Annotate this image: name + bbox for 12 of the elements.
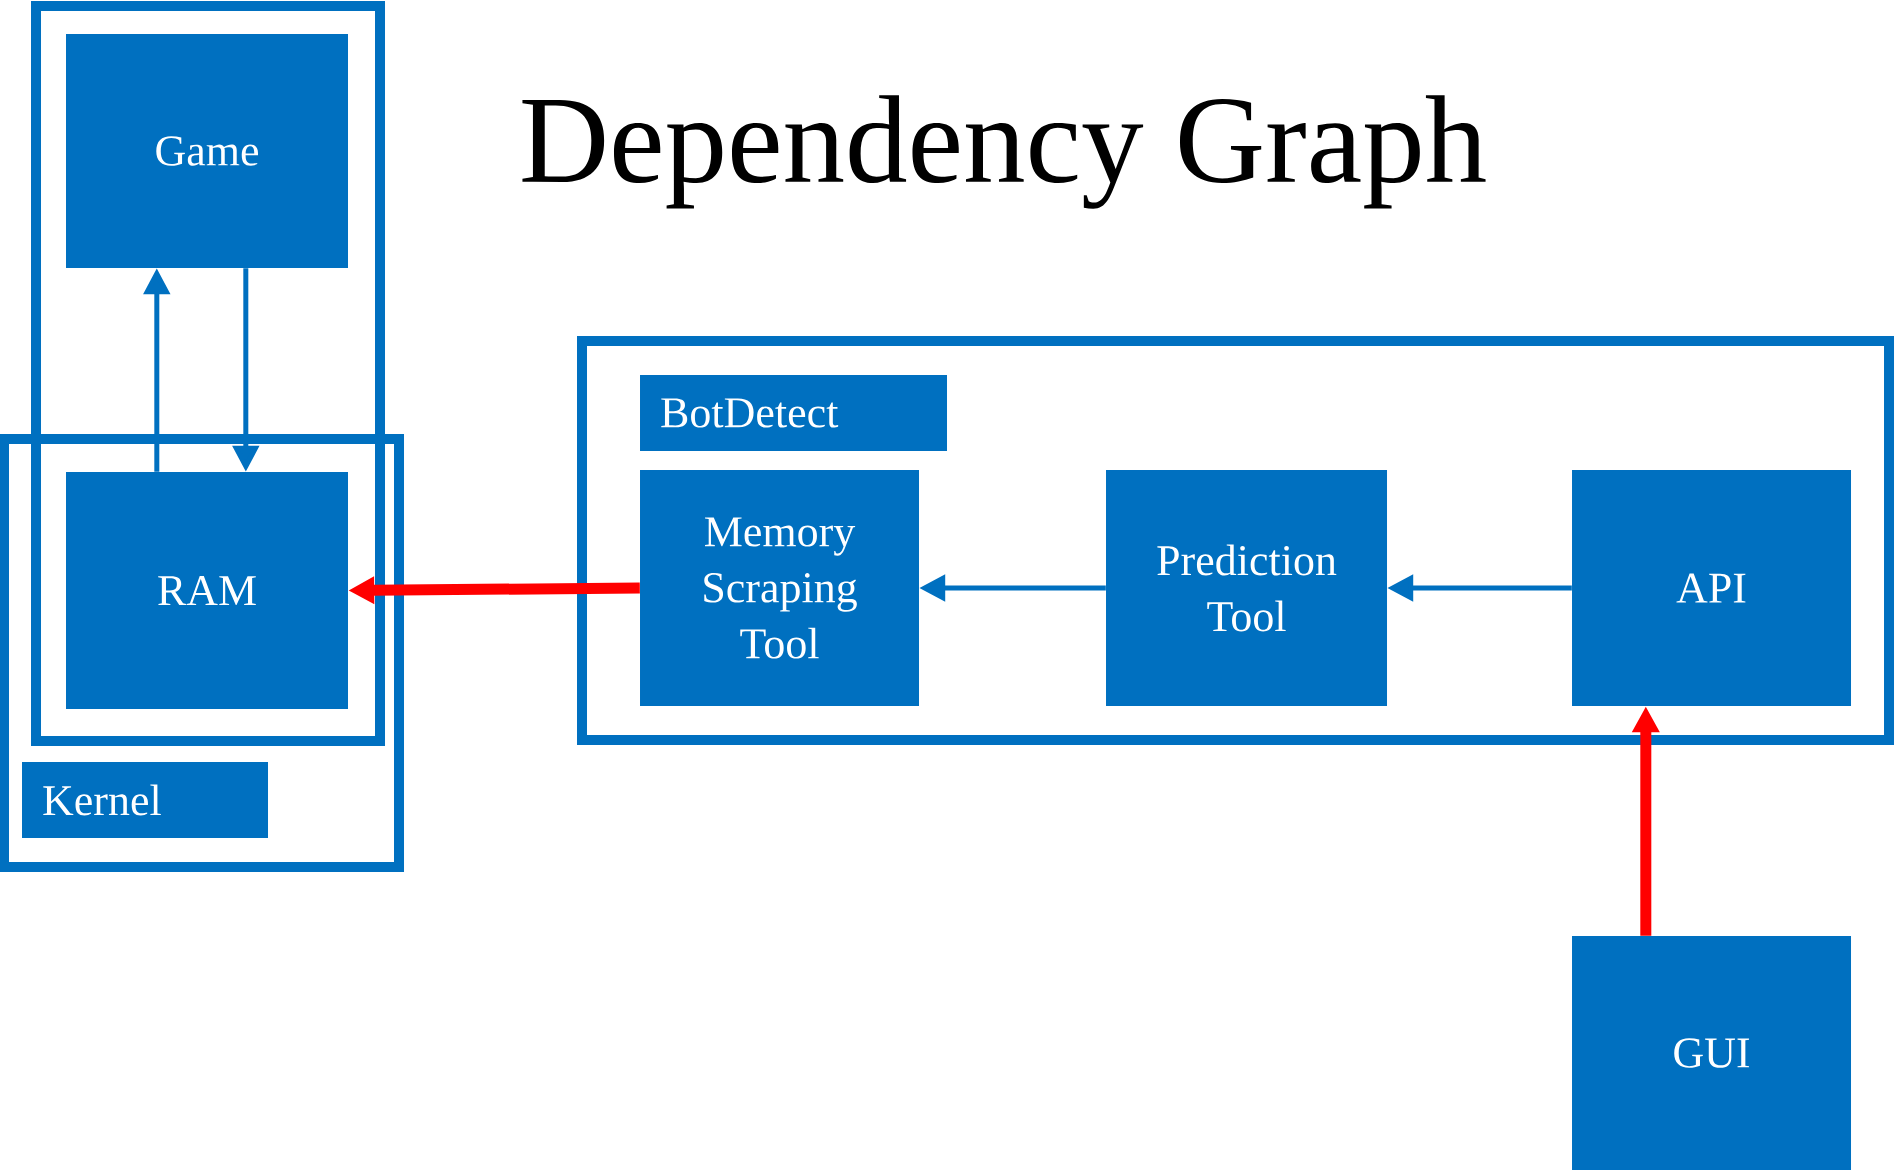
frame-box: [577, 336, 1894, 745]
frame-box: [0, 434, 404, 872]
title: Dependency Graph: [522, 95, 1486, 209]
label-box: Kernel: [22, 762, 268, 838]
process-box: GUI: [1572, 936, 1851, 1170]
process-box: API: [1572, 470, 1851, 706]
label-box: BotDetect: [640, 375, 947, 451]
process-box: Memory Scraping Tool: [640, 470, 919, 706]
frame-box: [31, 1, 385, 746]
process-box: RAM: [66, 472, 348, 709]
process-box: Game: [66, 34, 348, 268]
process-box: Prediction Tool: [1106, 470, 1387, 706]
